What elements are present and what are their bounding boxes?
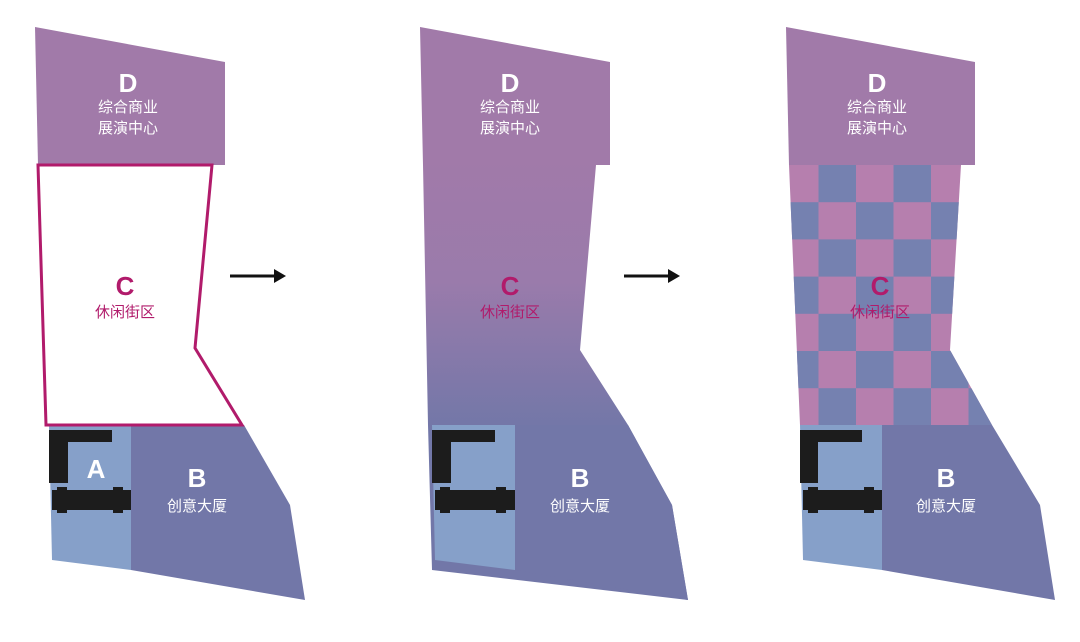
checker-cell	[818, 388, 856, 425]
building-l-shape	[432, 430, 495, 483]
zone-c-name: 休闲街区	[480, 303, 540, 321]
zone-a-buildings	[800, 430, 882, 513]
zone-d-name-line2: 展演中心	[847, 119, 907, 137]
building-l-shape	[800, 430, 862, 483]
zone-b-letter: B	[937, 463, 956, 493]
checker-cell	[856, 351, 894, 389]
panel-checkered: D 综合商业 展演中心 C 休闲街区 B 创意大厦	[786, 27, 1055, 600]
building-bar-end-left	[57, 487, 67, 513]
zone-b-block	[882, 425, 1055, 600]
checker-cell	[789, 276, 819, 314]
checker-cell	[893, 313, 931, 351]
building-bar	[52, 490, 131, 510]
checker-cell	[818, 165, 856, 203]
zone-a-buildings	[49, 430, 131, 513]
zone-c-letter: C	[116, 271, 135, 301]
checker-cell	[893, 388, 931, 425]
zone-a-buildings	[432, 430, 515, 513]
building-bar	[435, 490, 515, 510]
zone-d-block	[35, 27, 225, 165]
checker-cell	[818, 239, 856, 277]
zone-d-letter: D	[119, 68, 138, 98]
arrow-right-icon	[624, 269, 680, 283]
zone-b-name: 创意大厦	[167, 497, 227, 515]
building-bar-end-right	[496, 487, 506, 513]
zone-d-block	[786, 27, 975, 165]
building-l-shape	[49, 430, 112, 483]
checker-cell	[893, 165, 931, 203]
zone-b-name: 创意大厦	[550, 497, 610, 515]
zone-d-name-line1: 综合商业	[480, 98, 540, 116]
panel-original: D 综合商业 展演中心 C 休闲街区 A B 创意大厦	[35, 27, 305, 600]
zone-b-name: 创意大厦	[916, 497, 976, 515]
checker-cell	[818, 313, 856, 351]
zone-d-name-line1: 综合商业	[98, 98, 158, 116]
zone-c-letter: C	[501, 271, 520, 301]
checker-cells	[789, 165, 992, 425]
zone-b-letter: B	[571, 463, 590, 493]
panel-blended: D 综合商业 展演中心 C 休闲街区 B 创意大厦	[420, 27, 688, 600]
zone-d-name-line2: 展演中心	[98, 119, 158, 137]
building-bar-end-left	[808, 487, 818, 513]
building-bar-end-left	[440, 487, 450, 513]
zone-b-letter: B	[188, 463, 207, 493]
checker-cell	[968, 165, 992, 203]
building-bar-end-right	[113, 487, 123, 513]
zone-d-name-line2: 展演中心	[480, 119, 540, 137]
zone-c-checker-pattern	[789, 165, 992, 425]
zone-a-letter: A	[87, 454, 106, 484]
zone-c-letter: C	[871, 271, 890, 301]
zone-d-letter: D	[501, 68, 520, 98]
checker-cell	[789, 202, 819, 240]
zone-d-letter: D	[868, 68, 887, 98]
zone-b-block	[515, 425, 688, 600]
checker-cell	[856, 276, 894, 314]
checker-cell	[931, 351, 969, 389]
checker-cell	[968, 388, 992, 425]
zone-c-name: 休闲街区	[95, 303, 155, 321]
zone-c-outline	[36, 163, 245, 427]
building-bar	[803, 490, 882, 510]
checker-cell	[968, 239, 992, 277]
checker-cell	[789, 351, 819, 389]
checker-cell	[968, 313, 992, 351]
checker-cell	[931, 276, 969, 314]
checker-cell	[893, 239, 931, 277]
zone-d-name-line1: 综合商业	[847, 98, 907, 116]
checker-cell	[856, 202, 894, 240]
zone-b-block	[131, 425, 305, 600]
building-bar-end-right	[864, 487, 874, 513]
zone-c-name: 休闲街区	[850, 303, 910, 321]
checker-cell	[931, 202, 969, 240]
arrow-right-icon	[230, 269, 286, 283]
